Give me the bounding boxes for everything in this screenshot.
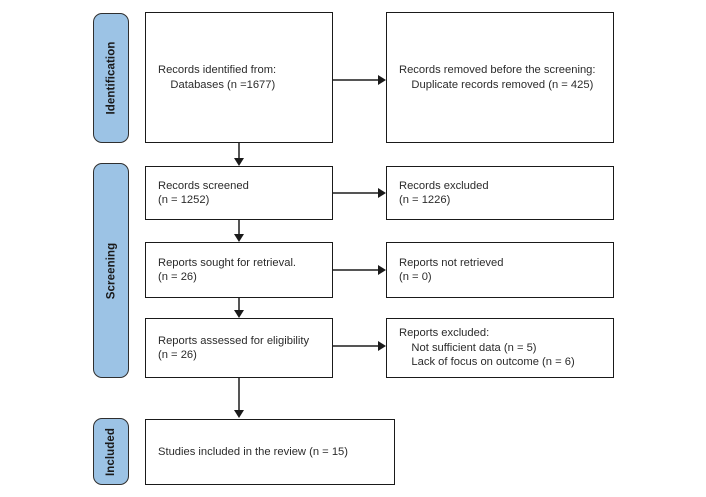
box-reports-not-retrieved: Reports not retrieved (n = 0) <box>386 242 614 298</box>
arrowhead-sought-to-assessed <box>234 310 244 318</box>
box-records-identified-text: Records identified from: Databases (n =1… <box>158 64 277 91</box>
connector-assessed-to-excluded <box>333 345 379 347</box>
connector-identified-to-screened <box>238 143 240 160</box>
connector-sought-to-assessed <box>238 298 240 312</box>
connector-assessed-to-included <box>238 378 240 412</box>
box-reports-not-retrieved-text: Reports not retrieved (n = 0) <box>399 256 504 284</box>
stage-pill-included: Included <box>93 418 129 485</box>
box-records-excluded: Records excluded (n = 1226) <box>386 166 614 220</box>
stage-label-identification: Identification <box>105 41 117 115</box>
box-records-removed-text: Records removed before the screening: Du… <box>399 64 596 91</box>
stage-pill-identification: Identification <box>93 13 129 143</box>
connector-screened-to-sought <box>238 220 240 236</box>
arrowhead-assessed-to-excluded <box>378 341 386 351</box>
box-reports-excluded: Reports excluded: Not sufficient data (n… <box>386 318 614 378</box>
box-records-screened-text: Records screened (n = 1252) <box>158 179 249 207</box>
arrowhead-screened-to-excluded <box>378 188 386 198</box>
box-reports-excluded-text: Reports excluded: Not sufficient data (n… <box>399 327 575 369</box>
connector-identified-to-removed <box>333 79 379 81</box>
box-records-identified: Records identified from: Databases (n =1… <box>145 12 333 143</box>
connector-sought-to-not-retrieved <box>333 269 379 271</box>
box-reports-sought-text: Reports sought for retrieval. (n = 26) <box>158 256 297 284</box>
box-reports-sought: Reports sought for retrieval. (n = 26) <box>145 242 333 298</box>
box-records-excluded-text: Records excluded (n = 1226) <box>399 179 489 207</box>
box-studies-included: Studies included in the review (n = 15) <box>145 419 395 485</box>
box-reports-assessed-text: Reports assessed for eligibility (n = 26… <box>158 334 310 362</box>
arrowhead-sought-to-not-retrieved <box>378 265 386 275</box>
box-reports-assessed: Reports assessed for eligibility (n = 26… <box>145 318 333 378</box>
arrowhead-screened-to-sought <box>234 234 244 242</box>
connector-screened-to-excluded <box>333 192 379 194</box>
stage-label-included: Included <box>105 427 117 476</box>
arrowhead-assessed-to-included <box>234 410 244 418</box>
stage-label-screening: Screening <box>105 242 118 299</box>
arrowhead-identified-to-screened <box>234 158 244 166</box>
box-studies-included-text: Studies included in the review (n = 15) <box>158 445 348 458</box>
arrowhead-identified-to-removed <box>378 75 386 85</box>
box-records-screened: Records screened (n = 1252) <box>145 166 333 220</box>
stage-pill-screening: Screening <box>93 163 129 378</box>
box-records-removed: Records removed before the screening: Du… <box>386 12 614 143</box>
